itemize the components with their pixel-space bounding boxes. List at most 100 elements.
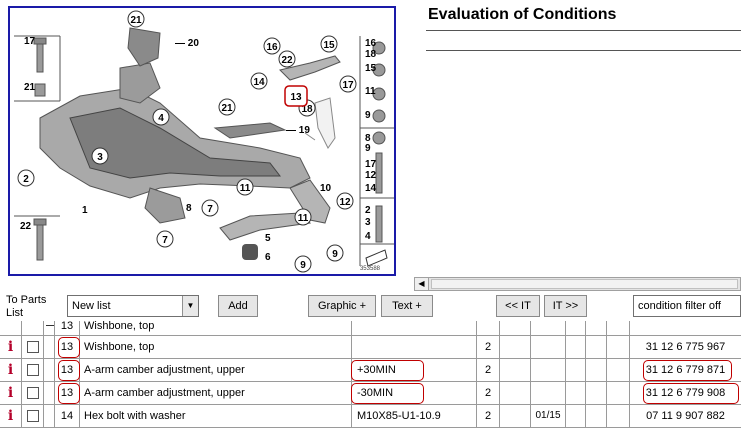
- svg-text:16: 16: [365, 38, 377, 49]
- description: Wishbone, top: [80, 321, 352, 336]
- table-row[interactable]: i 14 Hex bolt with washer M10X85-U1-10.9…: [0, 405, 741, 428]
- parts-list-select[interactable]: New list ▼: [67, 295, 199, 317]
- right-parts-column: [359, 36, 394, 267]
- diagram-reference-code: 353588: [359, 266, 380, 272]
- svg-text:16: 16: [266, 42, 278, 53]
- highlight-part-number: [643, 360, 732, 381]
- part-number[interactable]: 31 12 6 775 967: [645, 341, 726, 353]
- info-icon[interactable]: i: [7, 385, 14, 401]
- conditions-divider-bottom: [426, 50, 741, 51]
- description: A-arm camber adjustment, upper: [80, 382, 352, 405]
- diagram-callouts[interactable]: 21 21 4 3 2 7 7 11 11 12 9 9 16 22 15 14…: [17, 10, 357, 273]
- conditions-title: Evaluation of Conditions: [428, 6, 617, 23]
- parts-diagram[interactable]: 21 21 4 3 2 7 7 11 11 12 9 9 16 22 15 14…: [8, 6, 396, 276]
- highlight-item-13: [58, 383, 80, 404]
- table-row[interactable]: i 13 A-arm camber adjustment, upper -30M…: [0, 382, 741, 405]
- row-checkbox[interactable]: [27, 410, 39, 422]
- date-to: [531, 382, 566, 405]
- horizontal-scrollbar[interactable]: ◀: [414, 277, 741, 291]
- text-plus-button[interactable]: Text +: [381, 295, 433, 317]
- lower-arm: [219, 179, 331, 260]
- row-checkbox[interactable]: [27, 364, 39, 376]
- supplement: -30MIN: [352, 382, 477, 405]
- date-to: [531, 336, 566, 359]
- info-icon[interactable]: i: [7, 339, 14, 355]
- svg-text:15: 15: [365, 63, 377, 74]
- quantity: 2: [477, 336, 500, 359]
- svg-text:21: 21: [130, 15, 142, 26]
- svg-text:9: 9: [332, 249, 338, 260]
- svg-text:22: 22: [281, 55, 293, 66]
- svg-text:9: 9: [365, 110, 371, 121]
- svg-text:18: 18: [365, 49, 377, 60]
- description: Hex bolt with washer: [80, 405, 352, 428]
- svg-text:11: 11: [365, 86, 376, 97]
- svg-text:11: 11: [240, 183, 251, 194]
- left-parts-column: [14, 35, 61, 261]
- description: Wishbone, top: [80, 336, 352, 359]
- svg-text:13: 13: [290, 92, 302, 103]
- supplement: +30MIN: [352, 359, 477, 382]
- callout-13-highlight[interactable]: 13: [284, 85, 308, 107]
- highlight-item-13: [58, 360, 80, 381]
- info-icon[interactable]: i: [7, 362, 14, 378]
- upper-wishbone: [279, 55, 341, 149]
- svg-text:17: 17: [342, 80, 354, 91]
- subframe: [39, 27, 311, 224]
- parts-list-select-value: New list: [72, 300, 111, 312]
- svg-text:9: 9: [300, 260, 306, 271]
- svg-text:8: 8: [186, 203, 192, 214]
- svg-text:18: 18: [301, 104, 313, 115]
- svg-text:9: 9: [365, 143, 371, 154]
- scroll-left-icon[interactable]: ◀: [415, 278, 429, 290]
- quantity: 2: [477, 405, 500, 428]
- part-number[interactable]: 07 11 9 907 882: [646, 410, 725, 422]
- info-icon[interactable]: i: [7, 408, 14, 424]
- svg-text:7: 7: [207, 204, 213, 215]
- svg-text:3: 3: [97, 152, 103, 163]
- tree-connector-icon: [46, 325, 54, 326]
- svg-text:15: 15: [323, 40, 335, 51]
- graphic-plus-button[interactable]: Graphic +: [308, 295, 376, 317]
- chevron-down-icon[interactable]: ▼: [182, 296, 198, 316]
- svg-text:10: 10: [320, 183, 332, 194]
- condition-filter-field[interactable]: condition filter off: [633, 295, 741, 317]
- subframe-illustration: 21 21 4 3 2 7 7 11 11 12 9 9 16 22 15 14…: [14, 10, 394, 273]
- svg-text:2: 2: [365, 205, 371, 216]
- highlight-supplement: [351, 383, 424, 404]
- svg-text:21: 21: [24, 82, 36, 93]
- next-it-button[interactable]: IT >>: [544, 295, 587, 317]
- svg-text:17: 17: [24, 36, 36, 47]
- add-button[interactable]: Add: [218, 295, 258, 317]
- svg-text:3: 3: [365, 217, 371, 228]
- item-number: 13: [55, 321, 80, 336]
- svg-text:12: 12: [365, 170, 377, 181]
- highlight-item-13: [58, 337, 80, 358]
- svg-text:17: 17: [365, 159, 377, 170]
- to-parts-list-label: To Parts List: [6, 294, 47, 319]
- svg-text:4: 4: [365, 231, 371, 242]
- quantity: 2: [477, 382, 500, 405]
- item-number: 14: [55, 405, 80, 428]
- table-row[interactable]: i 13 Wishbone, top 2 31 12 6 775 967: [0, 336, 741, 359]
- svg-text:1: 1: [82, 205, 88, 216]
- conditions-divider-top: [426, 30, 741, 31]
- svg-text:14: 14: [253, 77, 265, 88]
- part-number[interactable]: 31 12 6 779 908: [645, 387, 726, 399]
- svg-text:7: 7: [162, 235, 168, 246]
- svg-text:2: 2: [23, 174, 29, 185]
- description: A-arm camber adjustment, upper: [80, 359, 352, 382]
- svg-text:5: 5: [265, 233, 271, 244]
- svg-text:— 19: — 19: [286, 125, 310, 136]
- svg-text:8: 8: [365, 133, 371, 144]
- prev-it-button[interactable]: << IT: [496, 295, 540, 317]
- date-to: [531, 359, 566, 382]
- highlight-part-number: [643, 383, 739, 404]
- svg-text:— 20: — 20: [175, 38, 199, 49]
- row-checkbox[interactable]: [27, 341, 39, 353]
- table-row[interactable]: 13 Wishbone, top: [0, 321, 741, 336]
- part-number[interactable]: 31 12 6 779 871: [645, 364, 726, 376]
- date-to: 01/15: [531, 405, 566, 428]
- scrollbar-thumb[interactable]: [431, 279, 738, 289]
- row-checkbox[interactable]: [27, 387, 39, 399]
